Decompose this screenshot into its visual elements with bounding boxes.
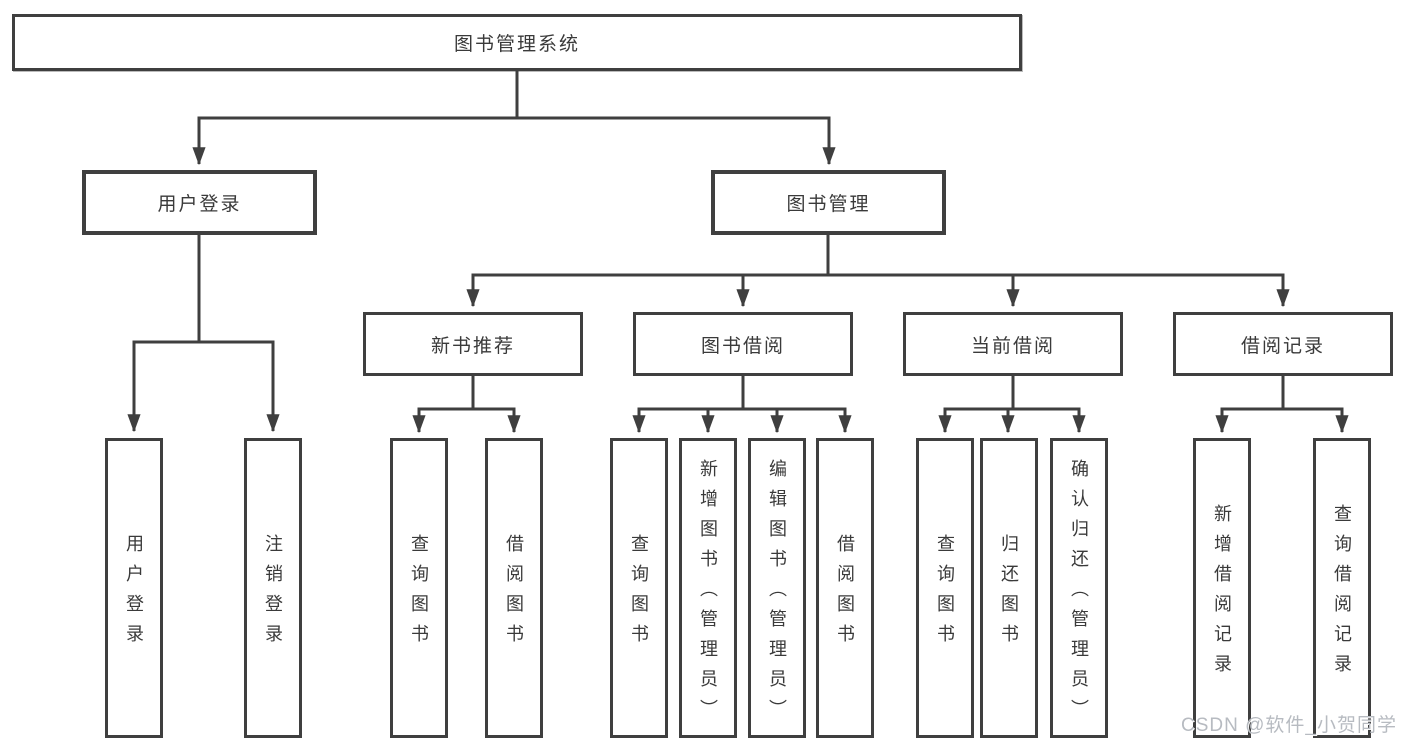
connector-borrowrecords-to-leaves: [1215, 376, 1349, 434]
connector-bookborrow-to-leaves: [632, 376, 852, 434]
leaf-add-book-admin: 新增图书（管理员）: [679, 438, 737, 738]
node-new-book-recommend: 新书推荐: [363, 312, 583, 376]
leaf-label: 归还图书: [999, 534, 1019, 654]
connector-currentborrow-to-leaves: [938, 376, 1086, 434]
leaf-query-books-current: 查询图书: [916, 438, 974, 738]
leaf-label: 查询借阅记录: [1332, 504, 1352, 684]
node-root-system: 图书管理系统: [12, 14, 1022, 71]
leaf-label: 查询图书: [629, 534, 649, 654]
leaf-return-book: 归还图书: [980, 438, 1038, 738]
leaf-add-borrow-record: 新增借阅记录: [1193, 438, 1251, 738]
leaf-label: 注销登录: [263, 534, 283, 654]
connector-newbook-to-leaves: [412, 376, 521, 434]
leaf-logout: 注销登录: [244, 438, 302, 738]
leaf-label: 借阅图书: [835, 534, 855, 654]
connector-bookmgmt-to-level3: [466, 235, 1290, 308]
leaf-label: 新增借阅记录: [1212, 504, 1232, 684]
leaf-query-borrow-record: 查询借阅记录: [1313, 438, 1371, 738]
leaf-label: 确认归还（管理员）: [1069, 459, 1089, 729]
leaf-query-books-borrow: 查询图书: [610, 438, 668, 738]
leaf-edit-book-admin: 编辑图书（管理员）: [748, 438, 806, 738]
leaf-borrow-books-recommend: 借阅图书: [485, 438, 543, 738]
node-current-borrow: 当前借阅: [903, 312, 1123, 376]
node-user-login: 用户登录: [82, 170, 317, 235]
leaf-user-login: 用户登录: [105, 438, 163, 738]
leaf-label: 编辑图书（管理员）: [767, 459, 787, 729]
leaf-label: 借阅图书: [504, 534, 524, 654]
leaf-label: 用户登录: [124, 534, 144, 654]
node-book-borrow: 图书借阅: [633, 312, 853, 376]
leaf-label: 查询图书: [935, 534, 955, 654]
connector-userlogin-to-leaves: [127, 235, 280, 433]
leaf-label: 新增图书（管理员）: [698, 459, 718, 729]
node-borrow-records: 借阅记录: [1173, 312, 1393, 376]
leaf-query-books-recommend: 查询图书: [390, 438, 448, 738]
watermark-text: CSDN @软件_小贺同学: [1181, 715, 1397, 736]
connector-root-to-level2: [192, 71, 836, 166]
leaf-borrow-books: 借阅图书: [816, 438, 874, 738]
node-book-management: 图书管理: [711, 170, 946, 235]
leaf-label: 查询图书: [409, 534, 429, 654]
leaf-confirm-return-admin: 确认归还（管理员）: [1050, 438, 1108, 738]
